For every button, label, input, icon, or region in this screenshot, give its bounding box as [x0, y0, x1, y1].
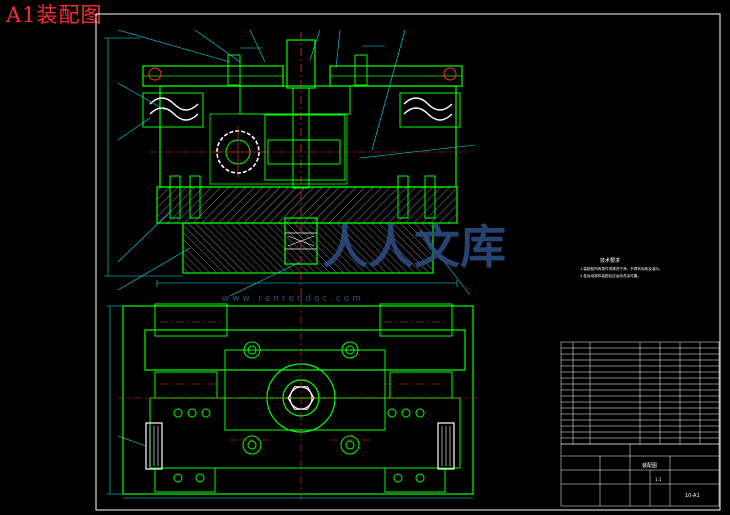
base-plate: [156, 186, 458, 224]
title-block-name: 装配图: [642, 462, 657, 469]
notes-heading: 技术要求: [600, 257, 620, 264]
watermark: 人人文库 w w w . r e n r e n d o c . c o m: [222, 220, 506, 304]
notes-line-2: 2.各运动部件装配后应运动灵活可靠。: [580, 273, 641, 278]
front-dimensions: [104, 29, 476, 297]
drawing-title: A1装配图: [6, 3, 103, 27]
title-block: [560, 443, 720, 507]
base-foot: [182, 222, 434, 274]
top-view: [106, 300, 478, 500]
watermark-url: w w w . r e n r e n d o c . c o m: [222, 294, 361, 304]
top-view-outline: [122, 305, 474, 495]
title-block-number: 10-A1: [685, 493, 700, 499]
parts-list: [560, 341, 720, 445]
watermark-logo-text: 人人文库: [322, 220, 506, 274]
title-block-scale: 1:1: [655, 477, 662, 482]
notes-line-1: 1.装配前所有零件须清洗干净，不得有毛刺及油污。: [580, 266, 663, 271]
lower-nut: [284, 217, 318, 265]
technical-requirements: 技术要求 1.装配前所有零件须清洗干净，不得有毛刺及油污。 2.各运动部件装配后…: [580, 257, 663, 278]
front-view: [142, 32, 470, 300]
outer-frame: [95, 13, 721, 511]
main-body: [159, 85, 457, 188]
